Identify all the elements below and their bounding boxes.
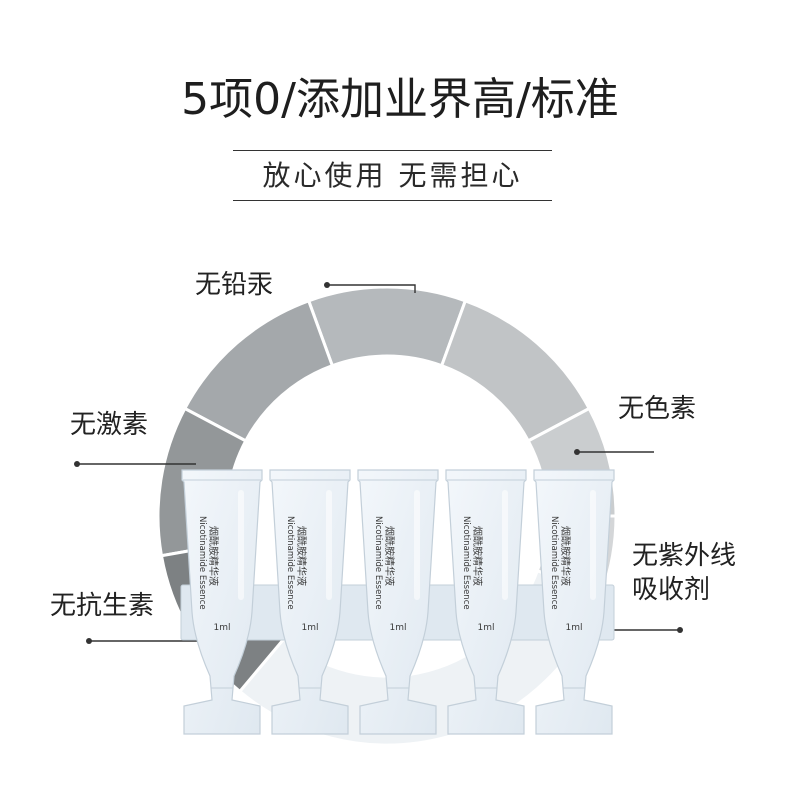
ampoule-highlight (238, 490, 244, 600)
ampoule-highlight (502, 490, 508, 600)
label-no-uv-absorber-line1: 无紫外线 (632, 541, 737, 571)
title-divider-bottom (233, 200, 552, 201)
connector-antibiotic-dot (86, 638, 92, 644)
ampoule-name-en: Nicotinamide Essence (197, 516, 207, 610)
connector-hormone-dot (74, 461, 80, 467)
connector-lead-mercury-dot (324, 282, 330, 288)
ampoule-name-en: Nicotinamide Essence (373, 516, 383, 610)
ampoule-body (533, 469, 615, 735)
ampoule-highlight (414, 490, 420, 600)
ampoule-volume: 1ml (390, 623, 407, 633)
ampoule-name-en: Nicotinamide Essence (549, 516, 559, 610)
page-subtitle: 放心使用 无需担心 (262, 159, 523, 192)
ampoule-name-cn: 烟酰胺精华液 (559, 526, 572, 586)
ampoule-name-en: Nicotinamide Essence (461, 516, 471, 610)
connector-pigment-dot (574, 449, 580, 455)
ampoule-name-cn: 烟酰胺精华液 (471, 526, 484, 586)
ampoule-volume: 1ml (302, 623, 319, 633)
connector-uv-absorber-dot (677, 627, 683, 633)
label-no-pigment: 无色素 (618, 394, 697, 424)
ampoule-name-en: Nicotinamide Essence (285, 516, 295, 610)
ring-segment (439, 298, 592, 443)
ampoule-name-cn: 烟酰胺精华液 (383, 526, 396, 586)
ampoule-name-cn: 烟酰胺精华液 (295, 526, 308, 586)
ingredient-ring (156, 285, 618, 747)
ampoule-volume: 1ml (214, 623, 231, 633)
page-title: 5项0/添加业界高/标准 (181, 74, 619, 125)
label-no-hormone: 无激素 (70, 410, 149, 440)
label-no-uv-absorber-line2: 吸收剂 (632, 575, 711, 605)
label-no-antibiotic: 无抗生素 (50, 591, 155, 621)
ampoule-highlight (590, 490, 596, 600)
ampoule-name-cn: 烟酰胺精华液 (207, 526, 220, 586)
title-divider-top (233, 150, 552, 151)
ampoule-volume: 1ml (566, 623, 583, 633)
ampoule-volume: 1ml (478, 623, 495, 633)
label-no-lead-mercury: 无铅汞 (195, 270, 274, 300)
connector-lead-mercury (327, 284, 416, 293)
ring-segment (306, 285, 468, 368)
ampoule-highlight (326, 490, 332, 600)
